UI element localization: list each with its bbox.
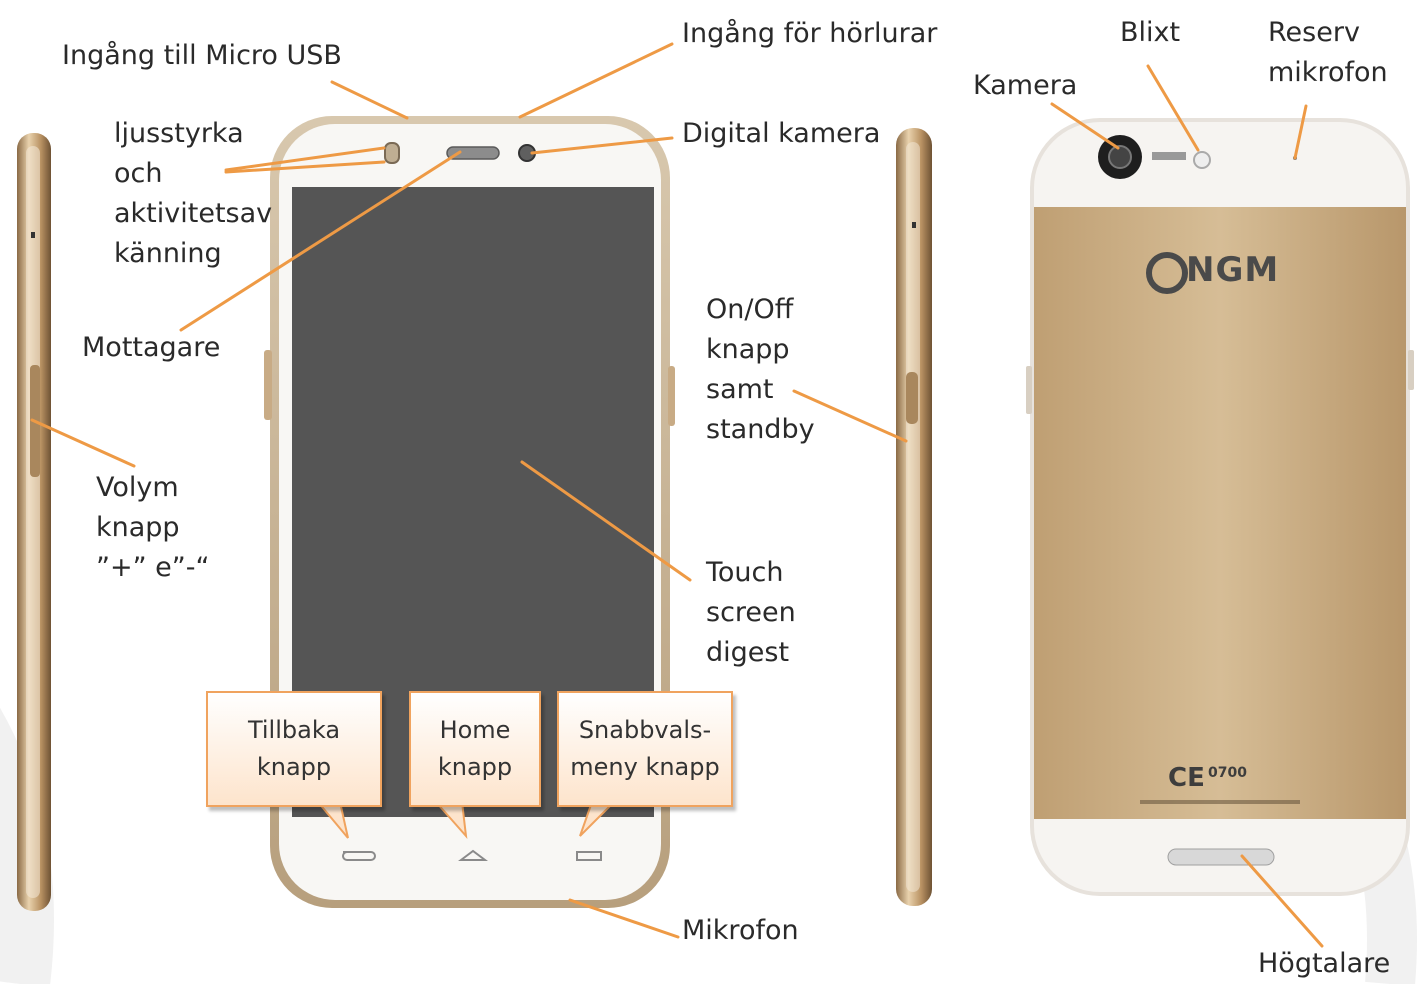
leader-lines — [30, 42, 1324, 948]
menu-key-icon — [576, 851, 602, 861]
phone-right-side — [896, 128, 932, 906]
ce-code: 0700 — [1208, 765, 1247, 781]
leader-touch — [520, 460, 692, 582]
label-light-sensor: ljusstyrka och aktivitetsav känning — [114, 118, 273, 269]
label-headphone: Ingång för hörlurar — [682, 18, 938, 49]
home-key-icon — [458, 849, 488, 861]
leader-backup-mic — [1293, 104, 1308, 160]
earpiece — [446, 146, 500, 160]
leader-digital-camera — [530, 136, 674, 155]
label-receiver: Mottagare — [82, 332, 221, 363]
callout-menu-key: Snabbvals- meny knapp — [557, 691, 733, 807]
label-volume: Volym knapp ”+” e”-“ — [96, 472, 210, 583]
label-microphone: Mikrofon — [682, 915, 799, 946]
light-sensor — [384, 142, 400, 164]
label-flash: Blixt — [1120, 17, 1181, 48]
ngm-logo-icon — [1146, 252, 1188, 294]
leader-volume — [30, 418, 136, 468]
leader-power — [792, 389, 908, 443]
callout-tails — [315, 801, 617, 840]
brand-logo: NGM — [1186, 250, 1280, 290]
leader-receiver — [179, 150, 462, 332]
leader-speaker — [1240, 854, 1324, 948]
leader-headphone — [518, 42, 674, 119]
leader-camera — [1050, 102, 1120, 150]
label-digital-camera: Digital kamera — [682, 118, 881, 149]
callout-back-key: Tillbaka knapp — [206, 691, 382, 807]
leader-microphone — [568, 898, 680, 939]
leader-light-sensor-a — [224, 146, 386, 172]
ce-mark: CE — [1168, 763, 1205, 793]
label-power: On/Off knapp samt standby — [706, 294, 815, 445]
flash-icon — [1193, 151, 1211, 169]
label-speaker: Högtalare — [1258, 948, 1391, 979]
phone-back — [1026, 118, 1414, 896]
bg-arc-left — [0, 707, 54, 984]
power-button — [906, 372, 918, 424]
speaker-grille — [1167, 848, 1275, 866]
leader-light-sensor-b — [224, 160, 386, 174]
label-micro-usb: Ingång till Micro USB — [62, 40, 342, 71]
leader-micro-usb — [330, 80, 409, 120]
callout-home-key: Home knapp — [409, 691, 541, 807]
label-camera: Kamera — [973, 70, 1078, 101]
leader-flash — [1146, 64, 1200, 152]
phone-left-side — [17, 133, 51, 911]
back-key-icon — [342, 851, 376, 861]
label-touch-screen: Touch screen digest — [706, 557, 796, 668]
label-backup-mic: Reserv mikrofon — [1268, 17, 1388, 88]
